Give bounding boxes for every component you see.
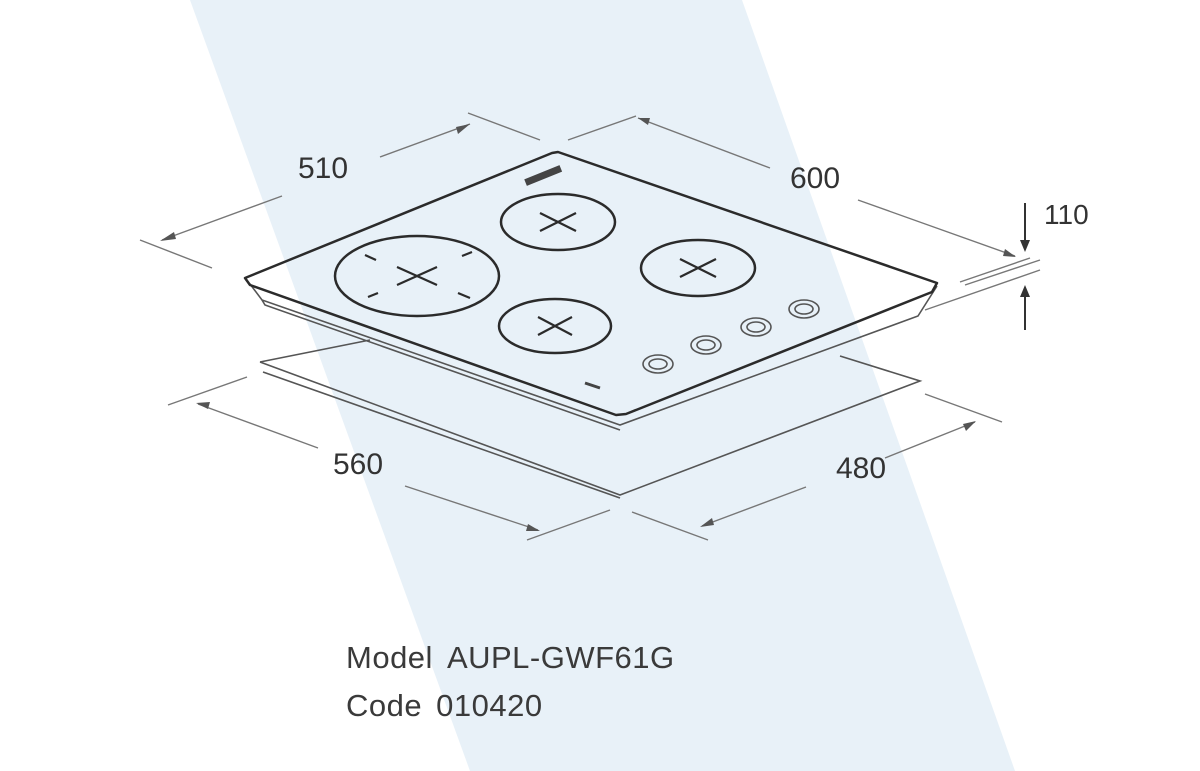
dimension-label-480: 480 xyxy=(836,452,886,485)
model-caption: Model AUPL-GWF61G xyxy=(346,640,675,676)
code-caption: Code 010420 xyxy=(346,688,543,724)
control-knob xyxy=(642,354,674,374)
dimension-480 xyxy=(631,393,1003,541)
dimension-110 xyxy=(924,203,1041,330)
dimension-label-510: 510 xyxy=(298,152,348,185)
hob-base xyxy=(249,283,938,431)
model-value: AUPL-GWF61G xyxy=(446,640,675,675)
dimension-560 xyxy=(167,376,611,541)
control-knob xyxy=(690,335,722,355)
cutout-outline xyxy=(259,339,923,499)
dimension-label-110: 110 xyxy=(1044,199,1089,230)
burner-large xyxy=(333,234,501,318)
dimension-label-600: 600 xyxy=(790,162,840,195)
control-knob xyxy=(740,317,772,337)
burner-right xyxy=(639,238,757,298)
brand-logo-icon xyxy=(524,165,563,186)
code-value: 010420 xyxy=(436,688,543,723)
dimension-label-560: 560 xyxy=(333,448,383,481)
small-label-icon xyxy=(584,381,601,390)
burner-front xyxy=(497,297,613,355)
hob-top-surface xyxy=(243,150,939,417)
burner-rear xyxy=(499,192,617,252)
control-knob xyxy=(788,299,820,319)
dimension-600 xyxy=(567,115,1031,283)
dimension-510 xyxy=(139,112,541,269)
background-band xyxy=(190,0,1015,771)
model-label: Model xyxy=(346,640,433,675)
code-label: Code xyxy=(346,688,423,723)
